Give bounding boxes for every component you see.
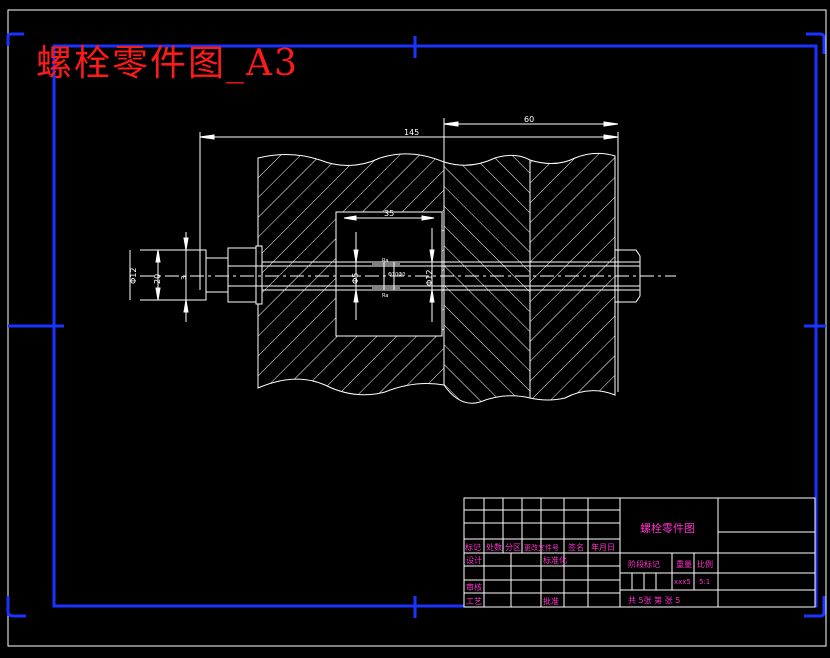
tb-label-mark: 标记 (465, 542, 481, 552)
tb-label-sign: 签名 (568, 542, 584, 552)
tb-weight: 重量 (676, 559, 692, 569)
tb-stage-mark: 阶段标记 (628, 559, 660, 569)
dim-head-height: 35 (384, 209, 394, 218)
dim-left-dia-inner: 20 (153, 274, 162, 284)
dim-right-dia: Φ12 (425, 270, 434, 286)
tb-label-count: 处数 (486, 542, 502, 552)
tb-scale-value: 5:1 (699, 578, 710, 586)
tb-label-date: 年月日 (591, 542, 615, 552)
dimension-lines (129, 118, 619, 392)
dim-thread-length: 60 (524, 115, 534, 124)
ra-mid-label: Φ10Φ0 (388, 272, 405, 278)
part-name: 螺栓零件图 (640, 521, 695, 535)
ra-bottom-label: Ra (382, 293, 388, 299)
section-window (335, 211, 443, 337)
tb-review: 审核 (466, 582, 482, 592)
tb-sheets: 共 5张 第 张 5 (628, 595, 680, 605)
dim-overall-length: 145 (404, 128, 419, 137)
tb-scale: 比例 (697, 559, 713, 569)
tb-label-change: 更改文件号 (524, 543, 559, 552)
dim-left-small: 3 (180, 276, 188, 280)
tb-weight-value: xxx5 (674, 578, 691, 586)
tb-approve: 批准 (543, 596, 559, 606)
dim-left-dia-outer: Φ12 (129, 268, 138, 284)
dimension-labels: 145 60 35 Φ12 20 3 Φ5 Φ12 Ra Φ10Φ0 Ra (129, 115, 534, 299)
outer-frame (7, 9, 827, 647)
ra-top-label: Ra (382, 258, 388, 264)
frame-ticks (6, 32, 826, 618)
bolt-outline (185, 245, 641, 305)
dim-center-dia: Φ5 (351, 273, 360, 284)
title-block: 螺栓零件图 标记 处数 分区 更改文件号 签名 年月日 设计 标准化 阶段标记 … (463, 497, 816, 608)
tb-process: 工艺 (466, 597, 482, 606)
tb-label-zone: 分区 (505, 543, 521, 552)
tb-design: 设计 (466, 555, 482, 565)
drawing-title: 螺栓零件图_A3 (36, 43, 299, 84)
tb-standardize: 标准化 (543, 555, 567, 565)
